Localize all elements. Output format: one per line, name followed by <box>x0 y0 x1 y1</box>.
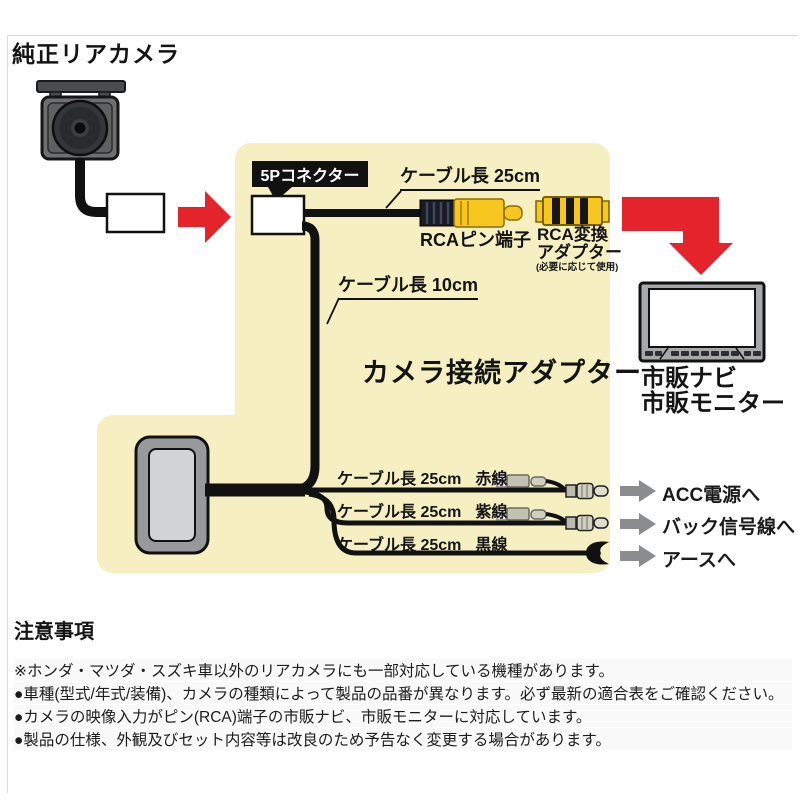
red-arrow-right-icon <box>178 191 231 243</box>
gray-arrow-icon <box>620 545 656 567</box>
gray-arrow-icon <box>620 480 656 502</box>
destination-label: バック信号線へ <box>662 517 796 538</box>
page-frame-line-top <box>7 35 798 36</box>
rca-adapter-label: アダプター <box>537 243 622 262</box>
diagram-background-extension <box>97 415 277 573</box>
cable-length-mid-label: ケーブル長 10cm <box>338 275 478 300</box>
note-line: ●製品の仕様、外観及びセット内容等は改良のため予告なく変更する場合があります。 <box>14 728 792 750</box>
rca-adapter-note: (必要に応じて使用) <box>536 262 619 273</box>
rear-camera-icon <box>36 80 126 161</box>
wire-row-label: ケーブル長 25cm 紫線 <box>337 504 507 522</box>
page-frame-line-left <box>7 35 8 793</box>
wire-row-label: ケーブル長 25cm 赤線 <box>337 471 507 489</box>
wire-color: 黒線 <box>475 537 508 554</box>
5p-connector-label: 5Pコネクター <box>252 161 368 187</box>
note-line: ※ホンダ・マツダ・スズキ車以外のリアカメラにも一部対応している機種があります。 <box>14 659 792 681</box>
camera-cable <box>75 158 108 217</box>
monitor-icon <box>638 281 766 363</box>
gray-arrow-icon <box>620 513 656 535</box>
wire-color: 赤線 <box>475 471 508 488</box>
cable-length-top-label: ケーブル長 25cm <box>400 166 540 191</box>
notes-heading: 注意事項 <box>14 621 94 643</box>
destination-label: ACC電源へ <box>662 485 761 506</box>
rca-pin-label: RCAピン端子 <box>420 230 531 250</box>
diagram-title: カメラ接続アダプター <box>362 358 642 388</box>
note-line: ●カメラの映像入力がピン(RCA)端子の市販ナビ、市販モニターに対応しています。 <box>14 705 792 727</box>
note-line: ●車種(型式/年式/装備)、カメラの種類によって製品の品番が異なります。必ず最新… <box>14 682 792 704</box>
camera-connector-box <box>105 192 166 234</box>
rca-adapter-label: RCA変換 <box>537 225 608 244</box>
monitor-label: 市販ナビ <box>641 365 737 392</box>
wire-row-label: ケーブル長 25cm 黒線 <box>337 537 507 555</box>
page-title: 純正リアカメラ <box>12 41 180 67</box>
wire-color: 紫線 <box>475 504 508 521</box>
wire-length: ケーブル長 25cm <box>337 471 462 488</box>
wire-length: ケーブル長 25cm <box>337 537 462 554</box>
monitor-label: 市販モニター <box>641 390 785 417</box>
wire-length: ケーブル長 25cm <box>337 504 462 521</box>
red-arrow-elbow-icon <box>622 197 733 275</box>
destination-label: アースへ <box>662 550 736 571</box>
